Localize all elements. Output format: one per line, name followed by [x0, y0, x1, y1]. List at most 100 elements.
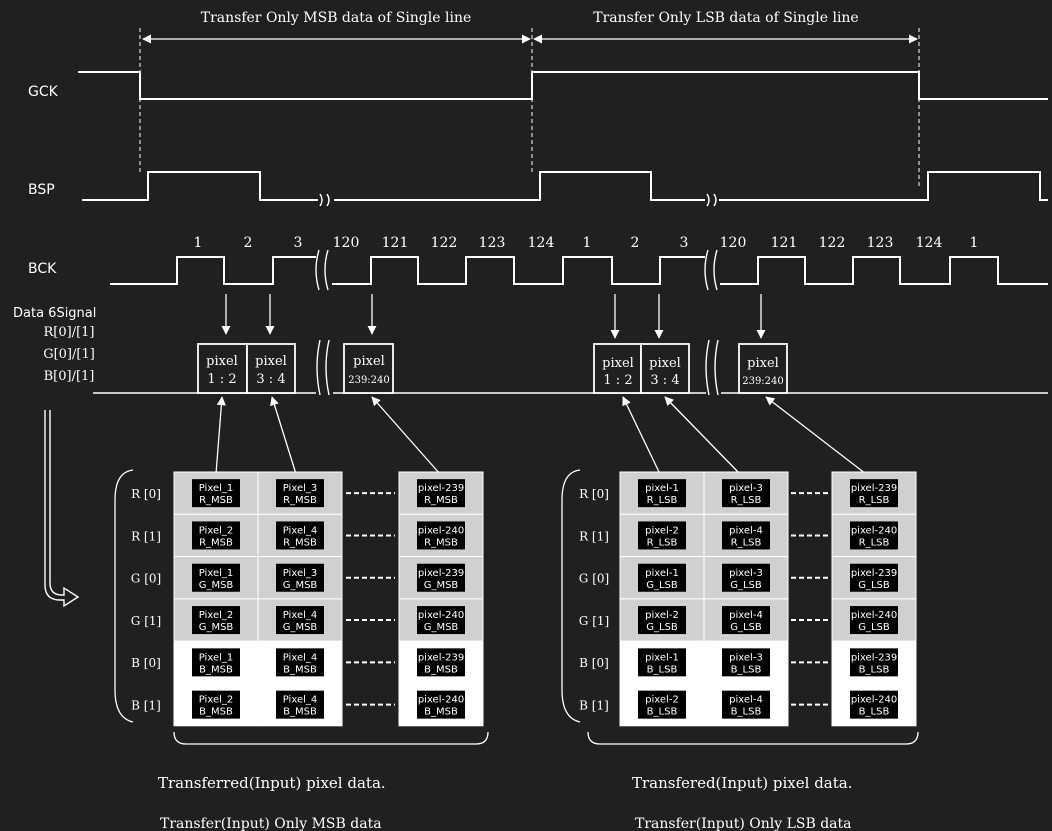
row-label: B [0] — [579, 656, 609, 670]
cell-bit-label: R_LSB — [731, 495, 762, 506]
bsp-waveform — [82, 171, 1048, 201]
cell-pixel-label: pixel-3 — [729, 568, 763, 579]
bck-break-marks — [315, 249, 718, 291]
cell-bit-label: B_LSB — [859, 707, 890, 718]
data-line-r: R[0]/[1] — [44, 325, 95, 340]
cell-pixel-label: pixel-2 — [645, 525, 679, 536]
gck-waveform — [78, 71, 1048, 100]
cell-bit-label: R_MSB — [283, 537, 317, 548]
cell-bit-label: G_MSB — [199, 622, 234, 633]
table-brackets — [114, 469, 919, 745]
cell-pixel-label: pixel-4 — [729, 525, 763, 536]
data-box — [246, 343, 296, 394]
cell-pixel-label: pixel-239 — [851, 483, 897, 494]
cell-chip — [276, 563, 324, 592]
cell-bit-label: R_MSB — [424, 537, 458, 548]
cell-bit-label: G_MSB — [424, 622, 459, 633]
bsp-label: BSP — [28, 182, 55, 198]
msb-span-title: Transfer Only MSB data of Single line — [201, 10, 472, 26]
data-box-label: 1 : 2 — [207, 372, 236, 387]
bck-label: BCK — [28, 261, 57, 277]
cell-bit-label: G_LSB — [858, 580, 890, 591]
msb-pixel-table: Pixel_1R_MSBPixel_3R_MSBpixel-239R_MSBPi… — [173, 471, 484, 727]
cell-chip — [417, 479, 465, 508]
data-box-label: 3 : 4 — [256, 372, 285, 387]
data-box-label: 239:240 — [742, 376, 784, 387]
cell-pixel-label: Pixel_2 — [199, 610, 234, 621]
cell-pixel-label: pixel-240 — [851, 695, 897, 706]
data-box-label: pixel — [602, 356, 634, 371]
data-box — [197, 343, 248, 394]
cell-chip — [638, 690, 686, 719]
bck-waveform — [110, 256, 1048, 285]
cell-bit-label: B_LSB — [647, 664, 678, 675]
cell-pixel-label: pixel-2 — [645, 610, 679, 621]
bck-number: 3 — [294, 235, 303, 251]
cell-pixel-label: pixel-240 — [851, 610, 897, 621]
cell-chip — [722, 479, 770, 508]
gck-label: GCK — [28, 84, 59, 100]
cell-pixel-label: pixel-239 — [418, 568, 464, 579]
cell-pixel-label: pixel-239 — [418, 483, 464, 494]
cell-chip — [276, 690, 324, 719]
cell-pixel-label: pixel-239 — [418, 652, 464, 663]
row-label: R [1] — [579, 529, 609, 543]
lsb-span-title: Transfer Only LSB data of Single line — [593, 10, 858, 26]
cell-pixel-label: pixel-1 — [645, 652, 679, 663]
row-label: R [1] — [131, 529, 161, 543]
cell-chip — [417, 521, 465, 550]
data-break-marks — [316, 339, 719, 396]
cell-chip — [722, 690, 770, 719]
bck-number: 120 — [720, 235, 747, 251]
bck-number: 3 — [680, 235, 689, 251]
data-box-label: 3 : 4 — [650, 373, 679, 388]
row-label: G [0] — [131, 572, 161, 586]
cell-bit-label: R_LSB — [731, 537, 762, 548]
row-label: B [1] — [131, 699, 161, 713]
bck-to-data-arrows — [221, 294, 766, 339]
data-box-label: pixel — [255, 354, 287, 369]
cell-bit-label: B_MSB — [199, 664, 233, 675]
cell-bit-label: R_LSB — [647, 495, 678, 506]
data-box-label: pixel — [353, 354, 385, 369]
cell-pixel-label: pixel-240 — [851, 525, 897, 536]
bsp-break-marks — [319, 193, 717, 207]
span-markers — [139, 28, 920, 188]
cell-chip — [850, 479, 898, 508]
cell-pixel-label: Pixel_4 — [283, 695, 318, 706]
cell-pixel-label: pixel-240 — [418, 525, 464, 536]
cell-bit-label: G_LSB — [646, 622, 678, 633]
cell-chip — [417, 563, 465, 592]
data-box-label: pixel — [747, 356, 779, 371]
cell-pixel-label: Pixel_2 — [199, 695, 234, 706]
cell-chip — [417, 648, 465, 677]
data-box — [343, 343, 394, 394]
cell-chip — [192, 479, 240, 508]
row-label: B [0] — [131, 656, 161, 670]
cell-bit-label: R_MSB — [424, 495, 458, 506]
cell-bit-label: G_LSB — [646, 580, 678, 591]
cell-pixel-label: Pixel_1 — [199, 568, 234, 579]
cell-bit-label: B_LSB — [647, 707, 678, 718]
lsb-caption-line2: Transfer(Input) Only LSB data — [635, 816, 852, 831]
cell-pixel-label: Pixel_4 — [283, 525, 318, 536]
row-label: G [0] — [579, 572, 609, 586]
cell-bit-label: B_LSB — [731, 664, 762, 675]
row-label: G [1] — [579, 614, 609, 628]
cell-pixel-label: Pixel_1 — [199, 483, 234, 494]
cell-pixel-label: pixel-240 — [418, 695, 464, 706]
msb-caption-line1: Transferred(Input) pixel data. — [158, 774, 386, 792]
cell-bit-label: G_LSB — [858, 622, 890, 633]
cell-pixel-label: pixel-239 — [851, 568, 897, 579]
bck-number: 121 — [382, 235, 409, 251]
cell-pixel-label: pixel-4 — [729, 610, 763, 621]
cell-chip — [276, 648, 324, 677]
cell-bit-label: R_MSB — [283, 495, 317, 506]
cell-pixel-label: Pixel_1 — [199, 652, 234, 663]
bck-number: 124 — [528, 235, 555, 251]
cell-chip — [850, 690, 898, 719]
cell-pixel-label: pixel-1 — [645, 483, 679, 494]
cell-chip — [722, 648, 770, 677]
